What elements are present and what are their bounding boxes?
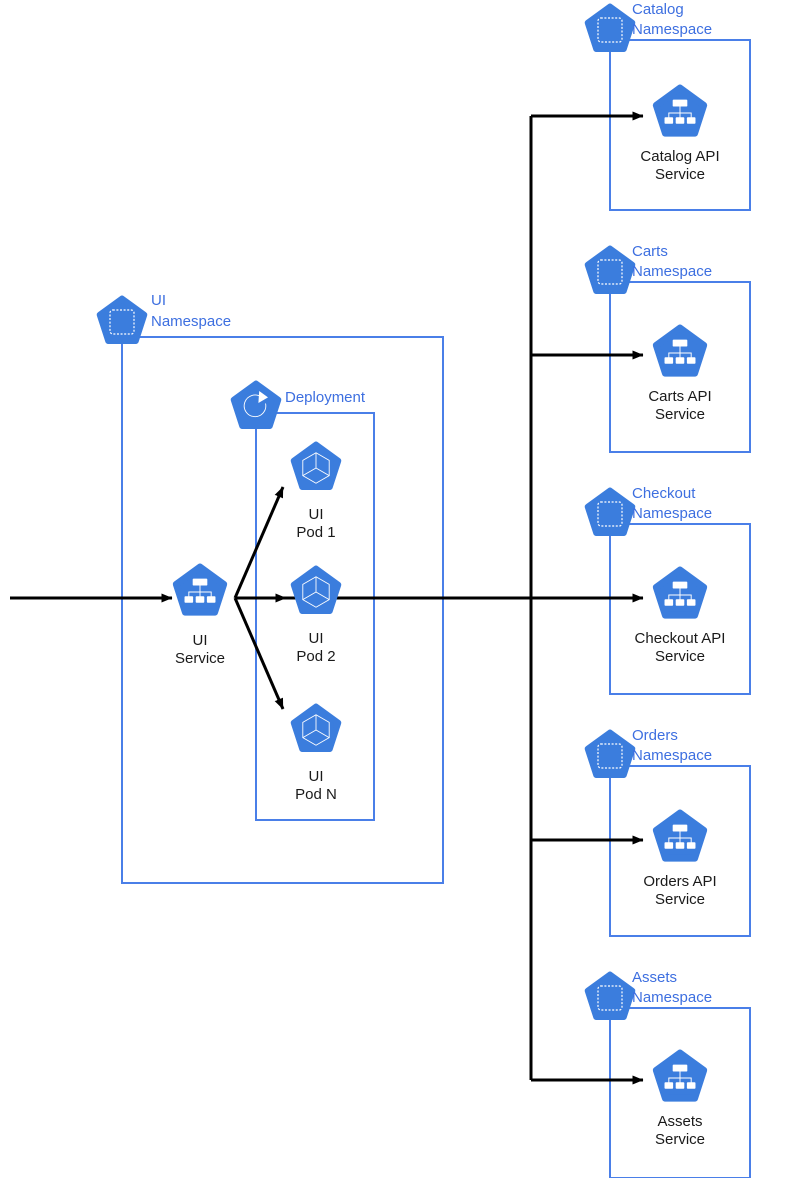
orders-api-service-label-line1: Orders API <box>643 873 716 890</box>
service-to-pod1-arrow <box>233 486 285 599</box>
ui-pod-n-label-line2: Pod N <box>295 786 337 803</box>
checkout-api-service-label-line2: Service <box>655 648 705 665</box>
ui-service-node[interactable]: UI Service <box>172 563 228 667</box>
ui-pod-n-node[interactable]: UI Pod N <box>290 703 342 803</box>
checkout-namespace-label-line1: Checkout <box>632 485 696 502</box>
deployment-box <box>255 412 375 821</box>
deployment-label: Deployment <box>285 389 366 406</box>
assets-namespace-label-line1: Assets <box>632 969 677 986</box>
namespace-icon <box>584 3 636 52</box>
ui-service-label-line1: UI <box>193 632 208 649</box>
checkout-namespace-node[interactable]: Checkout Namespace <box>584 485 712 536</box>
catalog-api-service-node[interactable]: Catalog API Service <box>640 84 720 183</box>
orders-namespace-box <box>609 765 751 937</box>
ui-namespace-label-line1: UI <box>151 292 166 309</box>
carts-api-service-label-line1: Carts API <box>648 388 711 405</box>
assets-service-label-line2: Service <box>655 1131 705 1148</box>
namespace-icon <box>96 295 148 344</box>
orders-namespace-node[interactable]: Orders Namespace <box>584 727 712 778</box>
catalog-namespace-label-line2: Namespace <box>632 21 712 38</box>
orders-namespace-label-line2: Namespace <box>632 747 712 764</box>
checkout-namespace-label-line2: Namespace <box>632 505 712 522</box>
deployment-icon <box>230 380 282 429</box>
ui-pod-2-label-line1: UI <box>309 630 324 647</box>
ui-pod-2-label-line2: Pod 2 <box>296 648 335 665</box>
assets-namespace-node[interactable]: Assets Namespace <box>584 969 712 1020</box>
carts-namespace-label-line2: Namespace <box>632 263 712 280</box>
namespace-icon <box>584 245 636 294</box>
ui-namespace-label-line2: Namespace <box>151 313 231 330</box>
ui-namespace-box <box>121 336 444 884</box>
service-to-podn-arrow <box>233 597 285 710</box>
carts-namespace-box <box>609 281 751 453</box>
ui-pod-2-node[interactable]: UI Pod 2 <box>290 565 342 665</box>
orders-namespace-label-line1: Orders <box>632 727 678 744</box>
assets-service-label-line1: Assets <box>657 1113 702 1130</box>
carts-api-service-label-line2: Service <box>655 406 705 423</box>
namespace-icon <box>584 971 636 1020</box>
ui-namespace-node[interactable]: UI Namespace <box>96 292 231 344</box>
carts-api-service-node[interactable]: Carts API Service <box>648 324 712 423</box>
catalog-namespace-label-line1: Catalog <box>632 1 684 18</box>
assets-service-node[interactable]: Assets Service <box>652 1049 708 1148</box>
carts-namespace-node[interactable]: Carts Namespace <box>584 243 712 294</box>
deployment-node[interactable]: Deployment <box>230 380 366 429</box>
orders-api-service-node[interactable]: Orders API Service <box>643 809 717 908</box>
checkout-namespace-box <box>609 523 751 695</box>
catalog-namespace-node[interactable]: Catalog Namespace <box>584 1 712 52</box>
ui-pod-1-label-line1: UI <box>309 506 324 523</box>
namespace-icon <box>584 487 636 536</box>
checkout-api-service-node[interactable]: Checkout API Service <box>635 566 726 665</box>
assets-namespace-label-line2: Namespace <box>632 989 712 1006</box>
carts-namespace-label-line1: Carts <box>632 243 668 260</box>
ui-service-label-line2: Service <box>175 650 225 667</box>
namespace-icon <box>584 729 636 778</box>
catalog-api-service-label-line1: Catalog API <box>640 148 719 165</box>
ui-pod-n-label-line1: UI <box>309 768 324 785</box>
ui-pod-1-node[interactable]: UI Pod 1 <box>290 441 342 541</box>
catalog-namespace-box <box>609 39 751 211</box>
catalog-api-service-label-line2: Service <box>655 166 705 183</box>
orders-api-service-label-line2: Service <box>655 891 705 908</box>
checkout-api-service-label-line1: Checkout API <box>635 630 726 647</box>
assets-namespace-box <box>609 1007 751 1178</box>
ui-pod-1-label-line2: Pod 1 <box>296 524 335 541</box>
